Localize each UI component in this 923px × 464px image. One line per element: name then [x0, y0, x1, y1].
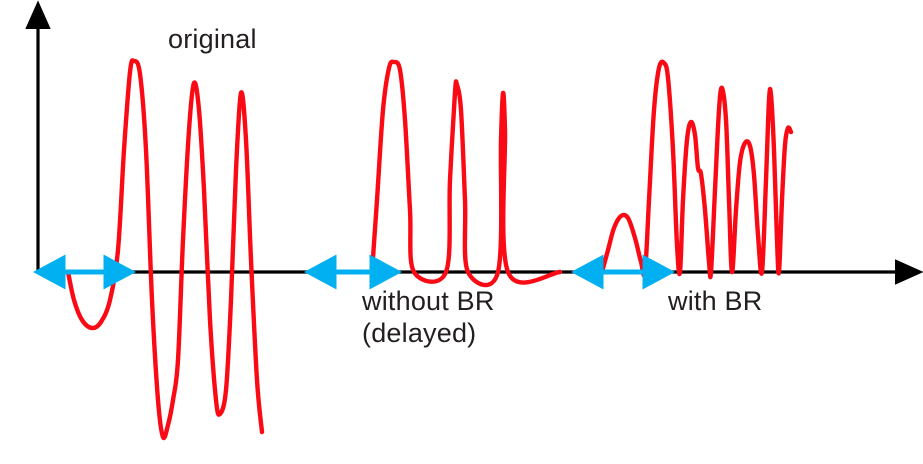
label-without-br: without BR(delayed) — [362, 286, 495, 350]
signal-curve-with-br — [599, 59, 794, 280]
signal-curve-without-br — [369, 59, 563, 288]
label-without-br-line2: (delayed) — [362, 317, 477, 348]
signal-curve-original — [65, 58, 265, 441]
label-with-br: with BR — [668, 286, 763, 316]
label-without-br-line1: without BR — [362, 286, 495, 316]
label-original: original — [168, 24, 257, 54]
